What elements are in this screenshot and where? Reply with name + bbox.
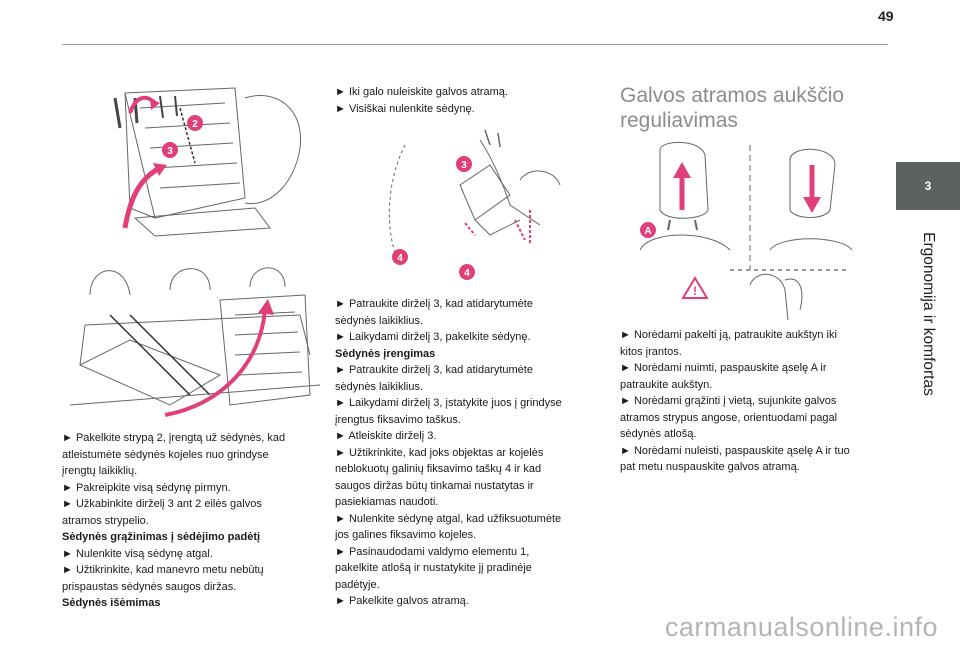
label-3: 3 — [461, 160, 467, 171]
warning-icon — [681, 276, 709, 299]
label-a: A — [644, 226, 651, 237]
chapter-tab[interactable]: 3 — [896, 162, 960, 210]
right-column-text: ► Norėdami pakelti ją, patraukite aukšty… — [620, 329, 850, 473]
section-heading-removal: Sėdynės išėmimas — [62, 597, 161, 609]
middle-column-top: ► Iki galo nuleiskite galvos atramą. ► V… — [335, 84, 595, 117]
chapter-title: Ergonomija ir komfortas — [896, 214, 960, 414]
label-2-badge — [187, 115, 203, 131]
section-heading-install: Sėdynės įrengimas — [335, 347, 436, 360]
headrest-adjustment-illustration: A ! — [640, 140, 855, 320]
seat-tilt-illustration: 2 3 — [95, 68, 320, 238]
chapter-title-text: Ergonomija ir komfortas — [920, 232, 938, 396]
section-heading-return: Sėdynės grąžinimas į sėdėjimo padėtį — [62, 531, 261, 543]
middle-column-text-1: ► Patraukite dirželį 3, kad atidarytumėt… — [335, 298, 533, 343]
label-3: 3 — [167, 146, 173, 157]
middle-column: ► Patraukite dirželį 3, kad atidarytumėt… — [335, 296, 595, 610]
seat-folded-illustration — [70, 255, 320, 420]
svg-text:!: ! — [693, 284, 697, 298]
label-4: 4 — [464, 268, 470, 279]
watermark: carmanualsonline.info — [664, 612, 938, 642]
label-3-badge — [162, 142, 178, 158]
seat-removal-illustration: 3 4 4 — [380, 125, 575, 290]
label-4: 4 — [397, 253, 403, 264]
top-rule — [62, 44, 888, 45]
section-heading-headrest: Galvos atramos aukščio reguliavimas — [620, 84, 845, 132]
page-number: 49 — [878, 8, 894, 24]
left-column: ► Pakelkite strypą 2, įrengtą už sėdynės… — [62, 430, 302, 612]
right-column: ► Norėdami pakelti ją, patraukite aukšty… — [620, 327, 882, 476]
middle-column-text-2: ► Patraukite dirželį 3, kad atidarytumėt… — [335, 364, 562, 607]
left-column-text-2: ► Nulenkite visą sėdynę atgal. ► Užtikri… — [62, 547, 264, 593]
left-column-text-1: ► Pakelkite strypą 2, įrengtą už sėdynės… — [62, 432, 286, 527]
label-2: 2 — [192, 119, 198, 130]
middle-top-text: ► Iki galo nuleiskite galvos atramą. ► V… — [335, 86, 508, 115]
